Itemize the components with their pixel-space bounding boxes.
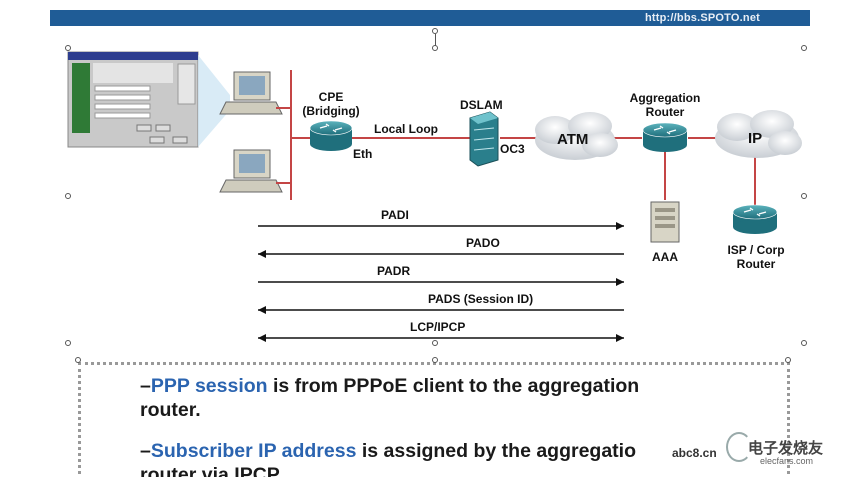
cpe-label: CPE (Bridging) — [300, 90, 362, 118]
bullet-dash: – — [140, 375, 151, 397]
aggregation-label-line2: Router — [645, 105, 685, 119]
atm-label: ATM — [557, 131, 589, 148]
selection-handle[interactable] — [801, 193, 807, 199]
bullet-text-line2: router. — [140, 399, 201, 421]
selection-handle[interactable] — [785, 357, 791, 363]
arrowhead — [258, 334, 266, 342]
header-url: http://bbs.SPOTO.net — [644, 12, 760, 24]
dslam-label: DSLAM — [460, 98, 503, 112]
bullet-text: is from PPPoE client to the aggregation — [267, 375, 640, 397]
arrowhead — [258, 250, 266, 258]
selection-handle[interactable] — [432, 340, 438, 346]
arrowhead — [616, 222, 624, 230]
local-loop-label: Local Loop — [374, 122, 438, 136]
aggregation-router-icon — [642, 122, 688, 152]
bullet-text-line2: router via IPCP. — [140, 464, 283, 477]
atm-cloud-icon — [535, 112, 618, 160]
cpe-port-label: Eth — [353, 147, 373, 161]
bullet-ppp-session: –PPP session is from PPPoE client to the… — [140, 374, 639, 422]
watermark-left: abc8.cn — [672, 446, 717, 460]
client-pc-icon — [219, 149, 283, 193]
watermark-logo-icon — [726, 432, 752, 462]
text-box-selection[interactable] — [78, 362, 790, 474]
bullet-subscriber-ip: –Subscriber IP address is assigned by th… — [140, 439, 636, 463]
isp-router-icon — [732, 204, 778, 234]
isp-router-label: ISP / Corp Router — [718, 243, 794, 271]
message-label: PADI — [381, 208, 409, 222]
arrowhead — [616, 334, 624, 342]
cpe-router-icon — [309, 120, 353, 151]
bullet-dash: – — [140, 440, 151, 462]
bullet-text: is assigned by the aggregatio — [356, 440, 637, 462]
dslam-icon — [469, 111, 499, 167]
isp-label-line1: ISP / Corp — [727, 243, 785, 257]
selection-handle[interactable] — [75, 357, 81, 363]
message-arrows — [258, 222, 624, 342]
arrowhead — [616, 278, 624, 286]
aaa-label: AAA — [652, 250, 678, 264]
bullet-highlight: PPP session — [150, 375, 268, 397]
selection-handle[interactable] — [65, 193, 71, 199]
client-pc-icon — [219, 71, 283, 115]
selection-handle[interactable] — [65, 45, 71, 51]
message-label: LCP/IPCP — [410, 320, 466, 334]
header-bar — [50, 10, 810, 26]
aggregation-router-label: Aggregation Router — [620, 91, 710, 119]
bullet-highlight: Subscriber IP address — [150, 440, 357, 462]
rotate-handle[interactable] — [432, 28, 438, 34]
oc3-label: OC3 — [500, 142, 525, 156]
message-label: PADO — [466, 236, 500, 250]
watermark-main: 电子发烧友 — [748, 440, 824, 457]
zoom-beam — [198, 55, 230, 147]
ip-label: IP — [748, 130, 763, 147]
selection-handle[interactable] — [65, 340, 71, 346]
selection-handle[interactable] — [801, 45, 807, 51]
aaa-server-icon — [650, 201, 680, 243]
bullet-subscriber-ip-line2: router via IPCP. — [140, 463, 283, 477]
message-label: PADR — [377, 264, 411, 278]
message-label: PADS (Session ID) — [428, 292, 534, 306]
selection-handle[interactable] — [432, 357, 438, 363]
arrowhead — [258, 306, 266, 314]
aggregation-label-line1: Aggregation — [629, 91, 701, 105]
dial-up-dialog-window — [67, 51, 199, 148]
isp-label-line2: Router — [736, 257, 776, 271]
cpe-label-line2: (Bridging) — [302, 104, 360, 118]
cpe-label-line1: CPE — [318, 90, 344, 104]
ip-cloud-icon — [715, 110, 802, 158]
rotate-handle-stem — [435, 34, 436, 46]
selection-handle[interactable] — [801, 340, 807, 346]
watermark-domain: elecfans.com — [760, 456, 814, 466]
